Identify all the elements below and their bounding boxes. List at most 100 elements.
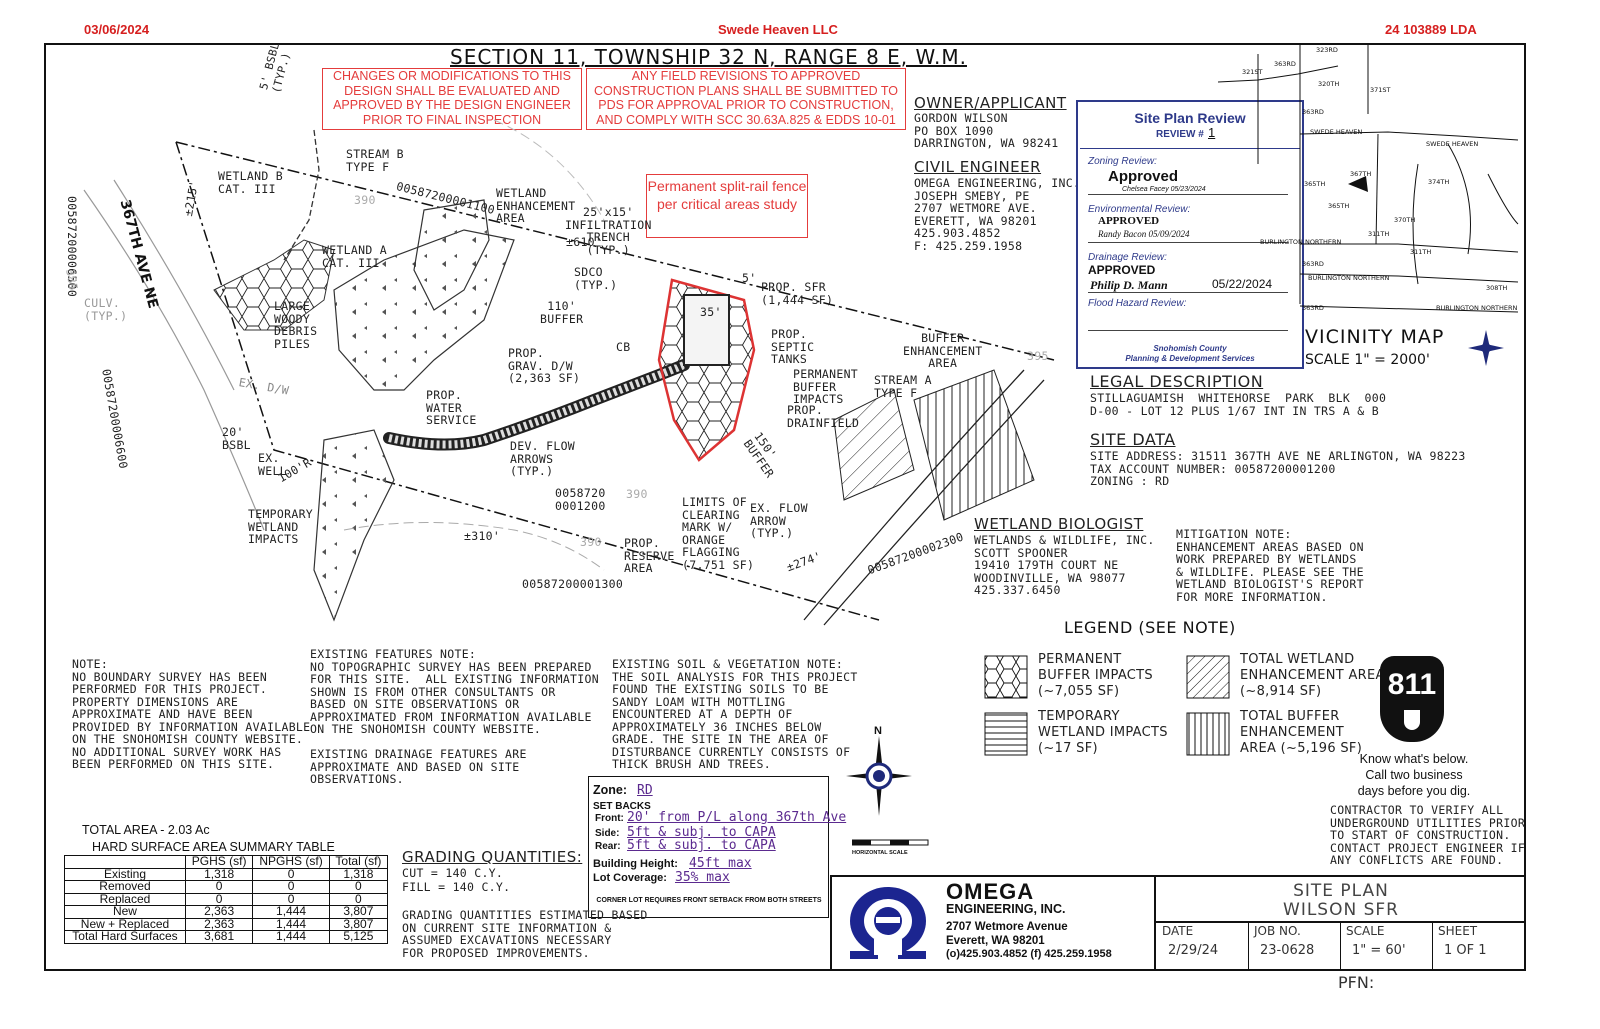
table-cell: 5,125	[328, 930, 389, 944]
agency-department: Planning & Development Services	[1125, 354, 1255, 363]
environmental-label: Environmental Review:	[1088, 204, 1191, 215]
infiltration-trench-label: 25'x15' INFILTRATION TRENCH (TYP.)	[565, 205, 652, 257]
property-line-north	[175, 141, 1055, 361]
vm-311th-a: 311TH	[1368, 230, 1389, 238]
legend-item-temporary: TEMPORARY WETLAND IMPACTS (~17 SF)	[1038, 709, 1168, 756]
scale-bar	[852, 839, 929, 846]
review-number-label: REVIEW #	[1156, 129, 1204, 140]
vm-bn-b: BURLINGTON NORTHERN	[1308, 274, 1389, 282]
water-service-label: PROP. WATER SERVICE	[426, 388, 477, 427]
zone-value: RD	[637, 783, 653, 798]
ex-well-label: EX. WELL	[258, 451, 287, 478]
dim-5: 5'	[742, 271, 757, 285]
wetland-enhancement-area-label: WETLAND ENHANCEMENT AREA	[496, 186, 576, 225]
total-area: TOTAL AREA - 2.03 Ac	[82, 823, 210, 837]
scale-label: SCALE	[1346, 924, 1385, 938]
woody-debris-label: LARGE WOODY DEBRIS PILES	[274, 299, 318, 351]
zone-box: Zone: RD SET BACKS Front: 20' from P/L a…	[588, 776, 846, 918]
zoning-signature: Chelsea Facey 05/23/2024	[1122, 186, 1206, 193]
north-label: N	[874, 725, 882, 737]
site-data-heading: SITE DATA	[1090, 430, 1176, 449]
wetland-biologist-info: WETLANDS & WILDLIFE, INC. SCOTT SPOONER …	[974, 533, 1155, 597]
zoning-label: Zoning Review:	[1088, 156, 1157, 167]
vm-311th-b: 311TH	[1410, 248, 1431, 256]
vm-371st: 371ST	[1370, 86, 1391, 94]
dim-35: 35'	[700, 305, 722, 319]
drainage-status: APPROVED	[1088, 263, 1156, 277]
setbacks-label: SET BACKS	[593, 801, 651, 812]
header-company: Swede Heaven LLC	[718, 22, 838, 37]
omega-logo-icon	[850, 887, 926, 959]
height-label: Building Height:	[593, 858, 678, 870]
hard-surface-table: PGHS (sf) NPGHS (sf) Total (sf) Existing…	[64, 855, 389, 944]
vicinity-heading: VICINITY MAP	[1305, 326, 1445, 348]
corner-lot-note: CORNER LOT REQUIRES FRONT SETBACK FROM B…	[596, 897, 822, 904]
job-value: 23-0628	[1260, 943, 1315, 958]
grading-cut: CUT = 140 C.Y.	[402, 866, 504, 880]
height-value: 45ft max	[689, 856, 752, 871]
wetland-biologist-heading: WETLAND BIOLOGIST	[974, 515, 1144, 533]
vm-363rd-d: 363RD	[1302, 304, 1324, 312]
vm-323rd: 323RD	[1316, 46, 1338, 54]
vm-swede-heaven-b: SWEDE HEAVEN	[1426, 140, 1478, 148]
vicinity-north-icon	[1468, 330, 1504, 366]
pfn-label: PFN:	[1338, 973, 1375, 992]
contractor-note: CONTRACTOR TO VERIFY ALL UNDERGROUND UTI…	[1330, 803, 1526, 867]
drainage-signature: Philip D. Mann	[1090, 278, 1168, 292]
rear-value: 5ft & subj. to CAPA	[627, 838, 776, 853]
table-header-row: PGHS (sf) NPGHS (sf) Total (sf)	[64, 855, 389, 869]
stream-a-label: STREAM A TYPE F	[874, 373, 932, 400]
clearing-limits	[657, 278, 756, 462]
table-cell: 3,681	[184, 930, 254, 944]
dim-610: ±610'	[566, 235, 603, 249]
contour-390-b: 390	[626, 487, 648, 501]
parcel-1300: 00587200001300	[522, 577, 624, 591]
legend-swatch-horizontal	[984, 712, 1028, 756]
title-block: OMEGA ENGINEERING, INC. 2707 Wetmore Ave…	[830, 875, 1526, 969]
wetland-b-label: WETLAND B CAT. III	[218, 169, 284, 196]
vm-363rd-b: 363RD	[1302, 108, 1324, 116]
sheet-label: SHEET	[1438, 924, 1478, 938]
coverage-label: Lot Coverage:	[593, 872, 667, 884]
sdco-label: SDCO (TYP.)	[574, 265, 618, 292]
firm-name-2: ENGINEERING, INC.	[946, 902, 1066, 916]
contour-385: 385	[63, 267, 81, 292]
site-data: SITE ADDRESS: 31511 367TH AVE NE ARLINGT…	[1090, 449, 1466, 488]
fence-note: Permanent split-rail fence per critical …	[646, 174, 808, 238]
property-line-west	[175, 141, 880, 621]
owner-info: GORDON WILSON PO BOX 1090 DARRINGTON, WA…	[914, 111, 1059, 150]
drainage-date: 05/22/2024	[1212, 277, 1273, 291]
culvert-label: CULV. (TYP.)	[84, 296, 128, 323]
mitigation-note: MITIGATION NOTE: ENHANCEMENT AREAS BASED…	[1176, 527, 1364, 604]
temp-wetland-impacts-label: TEMPORARY WETLAND IMPACTS	[248, 507, 314, 546]
legal-description: STILLAGUAMISH WHITEHORSE PARK BLK 000 D-…	[1090, 391, 1387, 418]
date-value: 2/29/24	[1168, 943, 1219, 958]
legend-swatch-vertical	[1186, 712, 1230, 756]
table-cell: 2,363	[184, 917, 254, 931]
site-plan-drawing	[83, 119, 1055, 626]
buffer-enhancement-label: BUFFER ENHANCEMENT AREA	[903, 331, 983, 370]
contour-390-a: 390	[354, 193, 376, 207]
coverage-value: 35% max	[675, 870, 730, 885]
wetland-a-label: WETLAND A CAT. III	[322, 243, 388, 270]
contour-395: 395	[1027, 349, 1049, 363]
proposed-sfr-label: PROP. SFR (1,444 SF)	[761, 280, 834, 307]
firm-name: OMEGA	[946, 879, 1035, 904]
vicinity-map: 323RD 363RD 321ST 320TH 371ST 363RD SWED…	[1218, 44, 1519, 313]
vm-363rd-a: 363RD	[1274, 60, 1296, 68]
call-811-line3: days before you dig.	[1357, 784, 1471, 798]
owner-heading: OWNER/APPLICANT	[914, 94, 1067, 112]
legend-item-wetland-enhancement: TOTAL WETLAND ENHANCEMENT AREA (~8,914 S…	[1240, 652, 1385, 699]
header-listing-id: 24 103889 LDA	[1385, 22, 1477, 37]
existing-features-note: EXISTING FEATURES NOTE: NO TOPOGRAPHIC S…	[310, 647, 599, 786]
vm-bn-a: BURLINGTON NORTHERN	[1260, 238, 1341, 246]
legend-heading: LEGEND (SEE NOTE)	[1064, 618, 1236, 637]
sheet-title: SITE PLAN	[1293, 881, 1389, 901]
review-title: Site Plan Review	[1134, 110, 1246, 126]
vm-367th: 367TH	[1350, 170, 1371, 178]
table-cell: 1,444	[252, 930, 330, 944]
stream-b-label: STREAM B TYPE F	[346, 147, 404, 174]
design-change-note: CHANGES OR MODIFICATIONS TO THIS DESIGN …	[322, 68, 582, 130]
